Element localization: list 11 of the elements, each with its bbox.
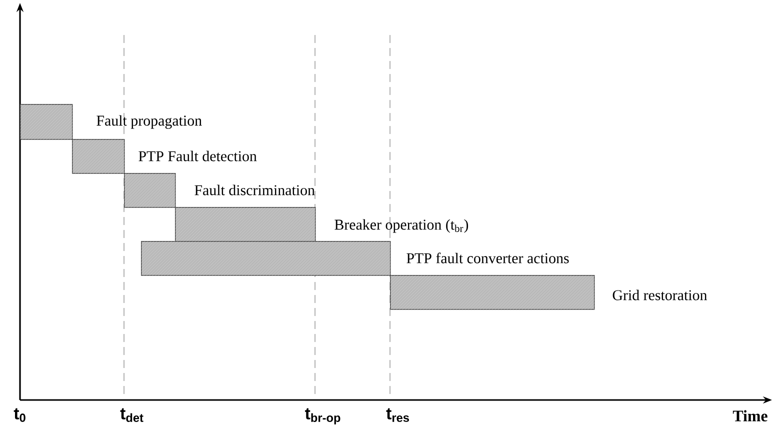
tick-label: t$_{res}$ — [386, 408, 409, 422]
task-label: Fault discrimination — [194, 184, 315, 196]
axis-label: Time — [732, 410, 768, 422]
task-label: PTP fault converter actions — [406, 252, 569, 264]
task-label: Grid restoration — [612, 290, 708, 300]
task-label: Fault propagation — [96, 115, 202, 129]
task-label: PTP Fault detection — [138, 150, 257, 162]
tick-label: t$_{0}$ — [14, 408, 26, 422]
tick-label: t$_{det}$ — [120, 408, 144, 422]
task-label: Breaker operation (t$_{br}$) — [334, 219, 468, 233]
tick-label: t$_{br-op}$ — [305, 408, 340, 424]
